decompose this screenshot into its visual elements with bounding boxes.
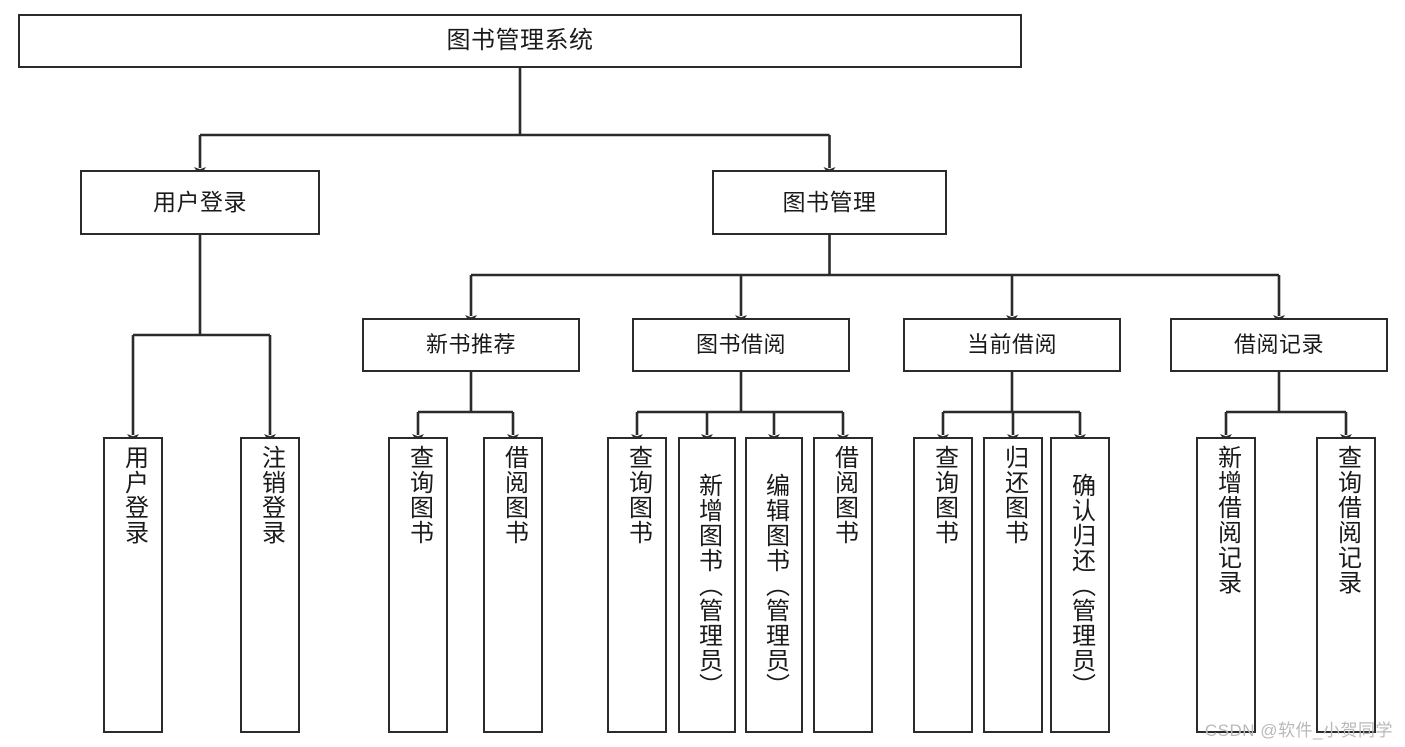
- node-l-borrow-book-1[interactable]: 借阅图书: [483, 437, 543, 733]
- watermark-label: CSDN @软件_小贺同学: [1204, 721, 1393, 740]
- node-label-l-logout: 注销登录: [257, 445, 285, 545]
- node-label-l-user-login: 用户登录: [120, 445, 148, 545]
- node-label-l-borrow-book-2: 借阅图书: [830, 445, 858, 545]
- node-label-n-new-book-rec: 新书推荐: [425, 331, 516, 357]
- node-label-n-book-borrow: 图书借阅: [695, 331, 786, 357]
- node-label-n-borrow-record: 借阅记录: [1233, 331, 1324, 357]
- node-l-query-book-2[interactable]: 查询图书: [607, 437, 667, 733]
- node-label-n-current-borrow: 当前借阅: [966, 331, 1057, 357]
- node-l-query-book-3[interactable]: 查询图书: [913, 437, 973, 733]
- node-label-l-query-book-3: 查询图书: [930, 445, 958, 545]
- node-label-l-add-book: 新增图书（管理员）: [694, 472, 722, 698]
- node-l-confirm-return[interactable]: 确认归还（管理员）: [1050, 437, 1110, 733]
- node-n-borrow-record[interactable]: 借阅记录: [1170, 318, 1388, 372]
- node-root[interactable]: 图书管理系统: [18, 14, 1022, 68]
- node-l-edit-book[interactable]: 编辑图书（管理员）: [745, 437, 803, 733]
- node-label-l-query-book-2: 查询图书: [624, 445, 652, 545]
- node-l-user-login[interactable]: 用户登录: [103, 437, 163, 733]
- node-n-current-borrow[interactable]: 当前借阅: [903, 318, 1121, 372]
- node-l-return-book[interactable]: 归还图书: [983, 437, 1043, 733]
- node-n-book-mgmt[interactable]: 图书管理: [712, 170, 947, 235]
- node-label-l-edit-book: 编辑图书（管理员）: [761, 472, 789, 698]
- node-l-add-book[interactable]: 新增图书（管理员）: [678, 437, 736, 733]
- node-label-l-return-book: 归还图书: [1000, 445, 1028, 545]
- node-label-n-book-mgmt: 图书管理: [782, 188, 877, 215]
- node-label-l-query-book-1: 查询图书: [405, 445, 433, 545]
- node-label-l-borrow-book-1: 借阅图书: [500, 445, 528, 545]
- node-label-l-query-record: 查询借阅记录: [1333, 445, 1361, 595]
- node-n-user-login[interactable]: 用户登录: [80, 170, 320, 235]
- node-l-query-record[interactable]: 查询借阅记录: [1316, 437, 1376, 733]
- node-n-book-borrow[interactable]: 图书借阅: [632, 318, 850, 372]
- node-label-root: 图书管理系统: [446, 26, 594, 54]
- node-label-l-add-record: 新增借阅记录: [1213, 445, 1241, 595]
- node-l-query-book-1[interactable]: 查询图书: [388, 437, 448, 733]
- node-label-l-confirm-return: 确认归还（管理员）: [1067, 472, 1095, 698]
- node-l-borrow-book-2[interactable]: 借阅图书: [813, 437, 873, 733]
- node-n-new-book-rec[interactable]: 新书推荐: [362, 318, 580, 372]
- node-l-add-record[interactable]: 新增借阅记录: [1196, 437, 1256, 733]
- node-label-n-user-login: 用户登录: [153, 188, 247, 215]
- node-l-logout[interactable]: 注销登录: [240, 437, 300, 733]
